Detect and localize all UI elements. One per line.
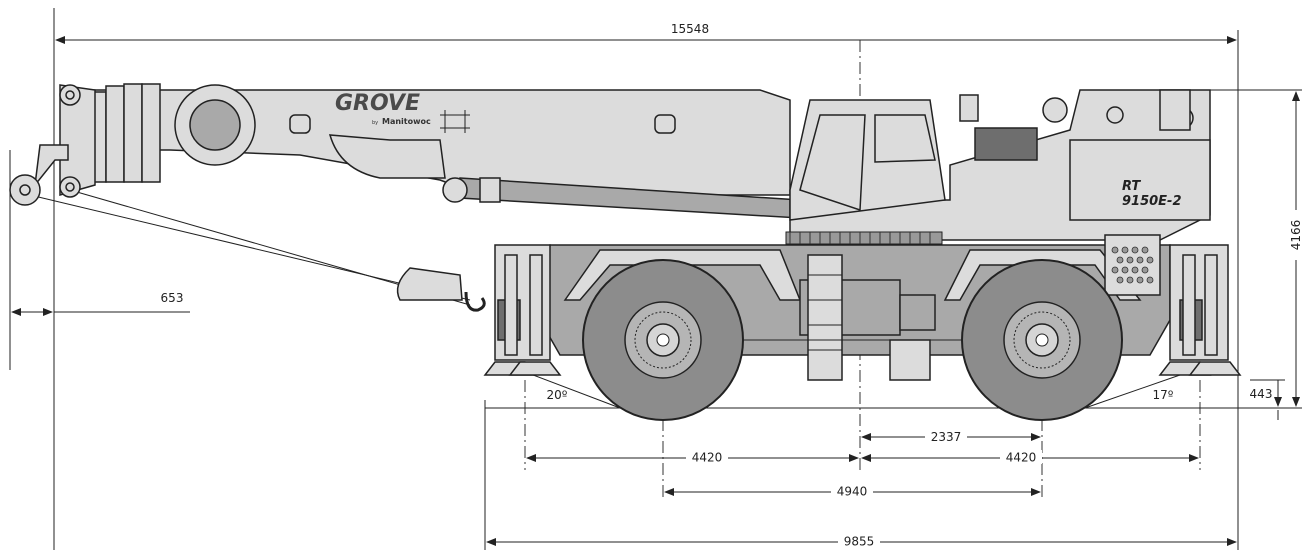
dim-overall-length: 15548 bbox=[671, 22, 709, 36]
approach-angle-line bbox=[519, 369, 621, 409]
departure-angle-line bbox=[1084, 374, 1181, 409]
slew-ring bbox=[785, 231, 943, 245]
dim-ground-clearance: 443 bbox=[1250, 387, 1273, 401]
dimension-labels: 15548 653 4166 443 20º 17º 2337 4420 442… bbox=[161, 22, 1308, 549]
boom-sections bbox=[87, 83, 161, 183]
dim-departure-angle: 17º bbox=[1153, 388, 1174, 402]
dim-outrigger-left: 4420 bbox=[692, 451, 723, 465]
dim-height: 4166 bbox=[1289, 220, 1303, 251]
brand-logo: GROVE bbox=[335, 91, 420, 116]
model-line2: 9150E-2 bbox=[1122, 194, 1182, 209]
hook-block bbox=[396, 267, 463, 301]
brand-sub: Manitowoc bbox=[382, 117, 431, 126]
dim-hook-overhang: 653 bbox=[161, 291, 184, 305]
hook bbox=[464, 291, 486, 312]
brand-sub-prefix: by bbox=[372, 120, 378, 126]
crane-illustration: GROVE by Manitowoc RT 9150E-2 bbox=[9, 83, 1242, 421]
engine-grille bbox=[974, 127, 1038, 161]
front-wheel bbox=[582, 259, 744, 421]
model-line1: RT bbox=[1122, 179, 1141, 194]
dim-carrier-length: 9855 bbox=[844, 535, 875, 549]
dim-approach-angle: 20º bbox=[547, 388, 568, 402]
dim-wheelbase: 4940 bbox=[837, 485, 868, 499]
dim-outrigger-right: 4420 bbox=[1006, 451, 1037, 465]
rear-wheel bbox=[961, 259, 1123, 421]
dim-rear-axle-to-center: 2337 bbox=[931, 430, 962, 444]
radiator bbox=[1104, 234, 1161, 296]
